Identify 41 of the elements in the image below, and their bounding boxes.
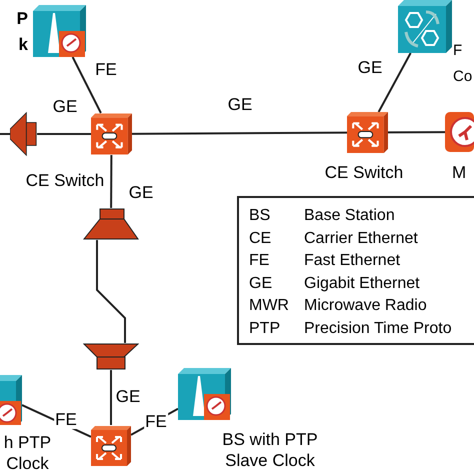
definition-text: Fast Ethernet — [304, 251, 402, 271]
edge-label: FE — [144, 413, 168, 431]
definition-text: Gigabit Ethernet — [304, 274, 421, 294]
node-caption: CE Switch — [24, 170, 106, 192]
definition-text: Microwave Radio — [304, 296, 428, 316]
microwave-link — [96, 240, 126, 343]
antenna-icon — [83, 343, 139, 370]
abbreviation-text: CE — [249, 228, 272, 248]
connector-line — [388, 131, 445, 134]
ethernet-switch-icon — [347, 112, 388, 153]
connector-line — [110, 370, 112, 425]
abbreviation-text: FE — [249, 251, 270, 271]
antenna-icon — [83, 208, 139, 240]
edge-label: FE — [54, 411, 78, 429]
node-caption: h PTP Clock — [2, 432, 52, 474]
node-caption: F Co — [453, 41, 474, 87]
connector-line — [37, 133, 91, 135]
connector-line — [378, 52, 412, 112]
abbreviation-text: MWR — [249, 296, 290, 316]
node-caption: BS with PTP Slave Clock — [221, 429, 319, 471]
connector-line — [0, 133, 10, 135]
node-caption: P k — [16, 8, 28, 56]
definition-text: Precision Time Proto — [304, 318, 453, 338]
connector-line — [110, 155, 112, 208]
definition-text: Carrier Ethernet — [304, 228, 419, 248]
ethernet-switch-icon — [91, 425, 131, 467]
abbreviation-text: PTP — [249, 318, 282, 338]
abbreviation-text: GE — [249, 274, 274, 294]
clock-icon — [445, 112, 474, 152]
base-station-icon — [0, 375, 22, 425]
connector-line — [72, 56, 102, 114]
definition-text: Base Station — [304, 206, 396, 226]
connector-line — [22, 404, 92, 438]
connector-line — [132, 132, 347, 135]
node-caption: CE Switch — [324, 162, 404, 184]
base-station-icon — [178, 368, 231, 420]
node-caption: M — [452, 162, 468, 184]
abbreviation-text: BS — [249, 206, 272, 226]
controller-icon — [398, 0, 452, 53]
base-station-icon — [33, 5, 86, 57]
ethernet-switch-icon — [91, 113, 132, 155]
